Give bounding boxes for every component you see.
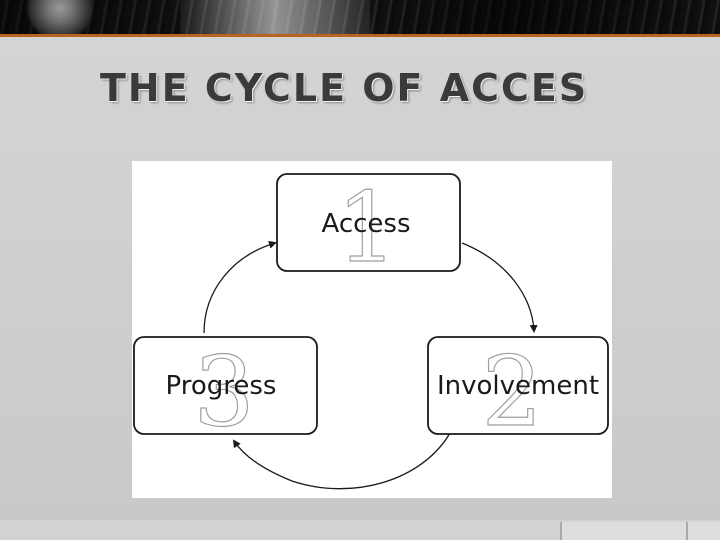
node-involvement: 2 Involvement [427,335,609,449]
arrow-involvement-to-progress [232,432,451,490]
top-banner-image [0,0,720,34]
node-access-number: 1 [336,172,397,284]
footer-segment [686,522,720,540]
node-progress-number: 3 [193,336,254,448]
banner-highlight [180,0,370,34]
node-access-box [276,173,461,272]
node-access: 1 Access [276,171,461,285]
node-involvement-label: Involvement [437,371,599,401]
arrow-access-to-involvement [461,242,538,333]
footer-segment [560,522,686,540]
footer-bar [0,520,720,540]
slide-title: THE CYCLE OF ACCES [100,66,589,110]
arrow-progress-to-access [203,240,277,334]
node-progress: 3 Progress [133,335,318,449]
cycle-diagram-svg: 1 Access 2 Involvement 3 Progress [133,171,609,490]
node-involvement-box [427,336,609,435]
node-involvement-number: 2 [481,336,542,448]
cycle-diagram: 1 Access 2 Involvement 3 Progress [132,161,612,498]
node-progress-box [133,336,318,435]
node-access-label: Access [321,209,410,239]
accent-line [0,34,720,37]
node-progress-label: Progress [166,371,277,401]
